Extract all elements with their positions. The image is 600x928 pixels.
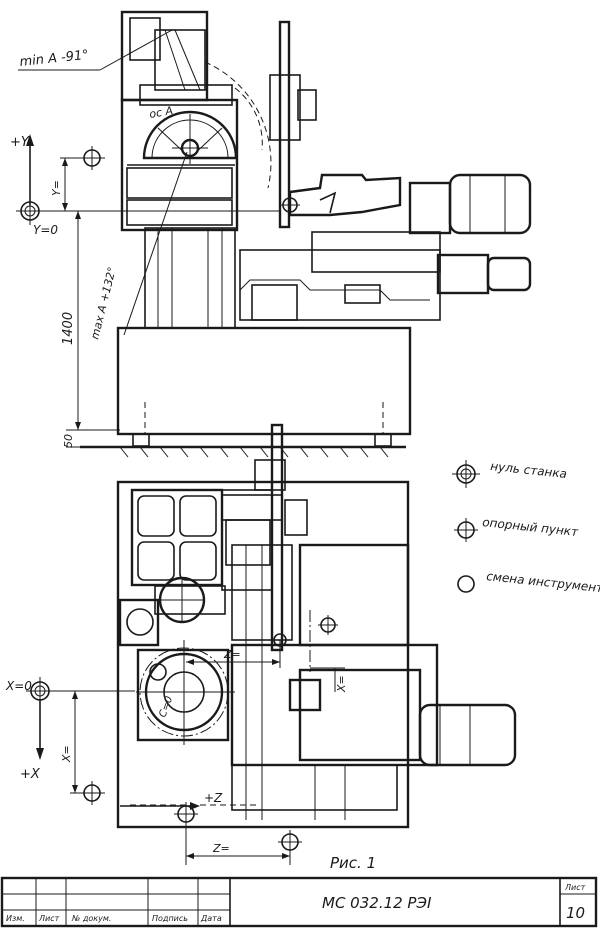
y-zero-label: Y=0 <box>33 223 58 237</box>
sheet-number: 10 <box>566 904 585 922</box>
axis-a-label: oc A <box>148 104 174 121</box>
machine-zero-marker-x <box>26 677 54 705</box>
min-angle-label: min A -91° <box>19 48 90 70</box>
y-dimension-label: Y= <box>50 180 63 196</box>
c-zero-label: C=0 <box>157 695 175 719</box>
dimension-1400-label: 1400 <box>61 312 76 345</box>
z-dimension-upper-label: Z= <box>223 648 241 661</box>
machine-zero-marker-y <box>16 197 44 225</box>
x-zero-label: X=0 <box>5 679 32 693</box>
tool-magazine <box>130 488 224 587</box>
legend-tool-change-symbol <box>457 575 475 593</box>
legend-machine-zero-symbol <box>452 460 480 488</box>
title-block: Изм. Лист № докум. Подпись Дата МС 032.1… <box>0 876 598 928</box>
legend-machine-zero-label: нуль станка <box>490 459 568 481</box>
x-dimension-label: X= <box>60 745 73 763</box>
reference-point-marker-tool <box>280 197 300 213</box>
rotary-head <box>120 98 239 232</box>
legend-reference-point-label: опорный пункт <box>482 515 580 539</box>
reference-point-marker-y <box>80 146 104 170</box>
worktable <box>116 326 412 436</box>
plus-y-label: +Y <box>10 135 30 150</box>
x-dimension-right-label: X= <box>335 675 348 693</box>
rotary-table <box>136 648 230 742</box>
bottom-view <box>30 423 517 865</box>
tb-col-doc-number: № докум. <box>71 914 111 923</box>
sheet-label: Лист <box>564 883 586 892</box>
upper-spindle <box>288 173 402 217</box>
tool-change-marker-rotary <box>149 663 167 681</box>
swing-arc <box>204 61 272 189</box>
angle-dial <box>142 110 238 160</box>
tb-col-sheet: Лист <box>38 914 60 923</box>
reference-point-marker-z <box>278 830 302 854</box>
legend: нуль станка опорный пункт смена инструме… <box>452 459 600 596</box>
tb-col-signature: Подпись <box>152 914 188 923</box>
reference-point-marker-spindle <box>318 615 338 635</box>
top-view <box>18 10 532 458</box>
reference-point-marker-z-base <box>174 802 198 826</box>
tb-col-date: Дата <box>200 914 222 923</box>
legend-tool-change-label: смена инструмента <box>486 569 600 596</box>
plus-z-label: +Z <box>204 791 223 805</box>
figure-caption: Рис. 1 <box>330 854 376 872</box>
tool-plate-bottom <box>270 423 284 652</box>
max-angle-label: max A +132° <box>88 266 119 341</box>
legend-reference-point-symbol <box>454 518 478 542</box>
tool-plate <box>278 20 291 229</box>
dimension-50-label: 50 <box>62 434 75 448</box>
z-dimension-lower-label: Z= <box>212 842 230 855</box>
reference-point-marker-x <box>80 781 104 805</box>
reference-point-marker-head <box>172 132 208 164</box>
document-code: МС 032.12 РЭI <box>322 894 432 912</box>
machine-base-outline <box>116 480 410 829</box>
tb-col-change: Изм. <box>6 914 25 923</box>
reference-point-marker-plate <box>273 633 287 647</box>
column-top <box>120 10 209 102</box>
plus-x-label: +X <box>20 767 41 782</box>
